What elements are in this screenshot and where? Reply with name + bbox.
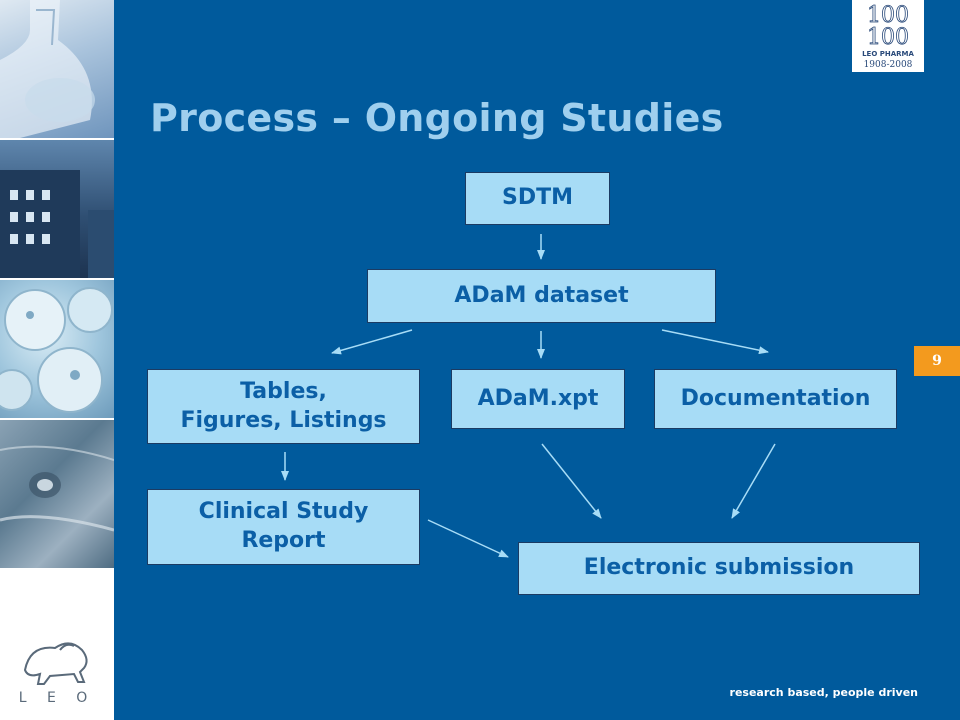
arrow-adam-to-tfl — [331, 329, 413, 355]
footer-tagline: research based, people driven — [729, 686, 918, 699]
anniversary-years: 1908-2008 — [864, 60, 913, 70]
node-documentation: Documentation — [654, 369, 897, 429]
page-number-badge: 9 — [914, 346, 960, 376]
lion-icon: L E O — [19, 642, 96, 706]
arrow-xpt-to-esub — [541, 443, 602, 519]
cells-photo-art — [0, 445, 114, 532]
photo-strip: L E O — [0, 0, 114, 720]
anniversary-logo: 100 100 LEO PHARMA 1908-2008 — [852, 0, 924, 72]
arrow-adam-to-documentation — [661, 329, 769, 355]
building-photo — [0, 140, 114, 278]
petri-dishes-art — [0, 287, 113, 413]
flask-photo — [0, 0, 114, 138]
node-clinical-study-report: Clinical Study Report — [147, 489, 420, 565]
slide-title: Process – Ongoing Studies — [150, 96, 724, 140]
node-adam-xpt: ADaM.xpt — [451, 369, 625, 429]
node-sdtm: SDTM — [465, 172, 610, 225]
leo-lion-logo: L E O — [0, 620, 114, 710]
node-electronic-submission: Electronic submission — [518, 542, 920, 595]
anniversary-company: LEO PHARMA — [862, 50, 914, 58]
leo-letters: L E O — [19, 690, 96, 706]
flask-photo-art — [0, 0, 95, 138]
arrow-csr-to-esub — [427, 519, 509, 558]
anniversary-top: 100 — [867, 3, 909, 28]
cells-photo — [0, 420, 114, 568]
node-tables-figures-listings: Tables, Figures, Listings — [147, 369, 420, 444]
arrow-documentation-to-esub — [731, 443, 776, 519]
building-photo-art — [0, 170, 114, 278]
anniversary-bottom: 100 — [867, 25, 909, 50]
petri-dishes-photo — [0, 280, 114, 418]
node-adam-dataset: ADaM dataset — [367, 269, 716, 323]
anniversary-100-icon: 100 100 LEO PHARMA 1908-2008 — [862, 3, 914, 70]
